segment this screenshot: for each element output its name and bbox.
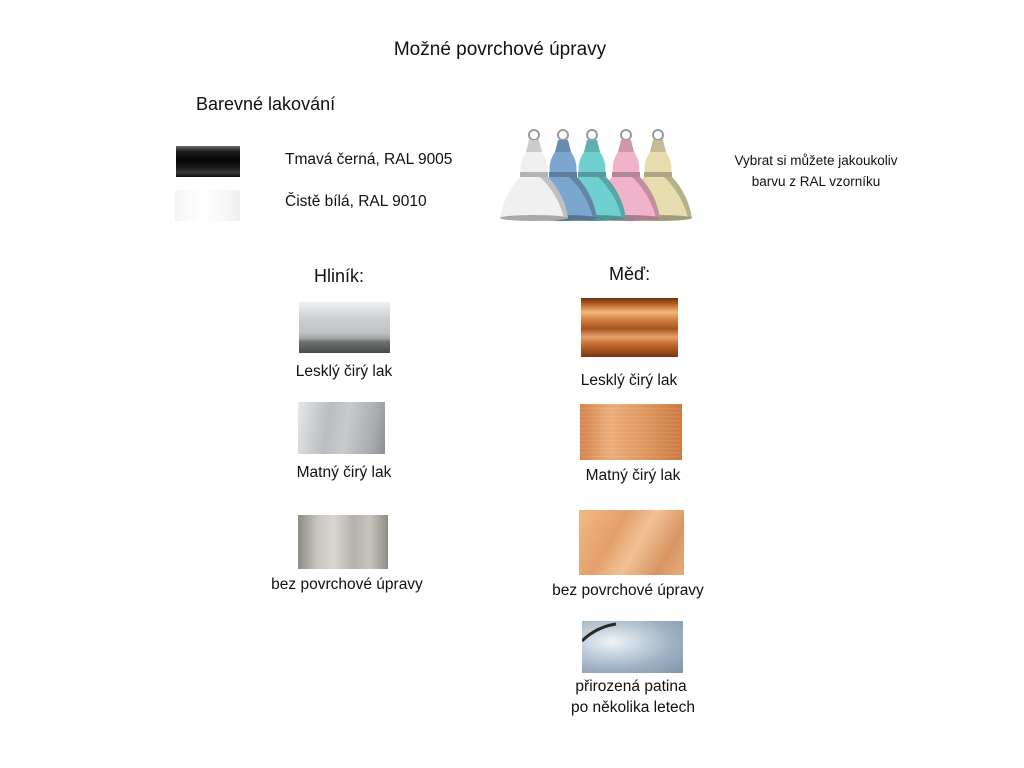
aluminium-gloss-label: Lesklý čirý lak bbox=[295, 363, 393, 380]
aluminium-raw-swatch bbox=[298, 515, 388, 569]
copper-raw-label: bez povrchové úpravy bbox=[552, 582, 704, 599]
copper-heading: Měď: bbox=[609, 264, 651, 284]
paint-heading: Barevné lakování bbox=[196, 94, 336, 114]
colored-lamps-image bbox=[500, 129, 692, 221]
aluminium-heading: Hliník: bbox=[314, 266, 365, 286]
aluminium-gloss-swatch bbox=[299, 302, 390, 353]
aluminium-matte-swatch bbox=[298, 402, 385, 454]
copper-patina-swatch bbox=[582, 621, 683, 673]
ral-note-line1: Vybrat si můžete jakoukoliv bbox=[734, 153, 898, 168]
white-paint-swatch bbox=[175, 190, 240, 221]
copper-raw-swatch bbox=[579, 510, 684, 575]
copper-patina-label-line1: přirozená patina bbox=[575, 678, 687, 695]
aluminium-matte-label: Matný čirý lak bbox=[296, 464, 392, 481]
white-paint-label: Čistě bílá, RAL 9010 bbox=[285, 193, 427, 210]
page-title: Možné povrchové úpravy bbox=[393, 39, 607, 60]
copper-patina-label-line2: po několika letech bbox=[570, 699, 696, 716]
ral-note-line2: barvu z RAL vzorníku bbox=[751, 174, 881, 189]
copper-matte-swatch bbox=[580, 404, 682, 460]
copper-matte-label: Matný čirý lak bbox=[585, 467, 681, 484]
lamp-1 bbox=[500, 129, 568, 221]
aluminium-raw-label: bez povrchové úpravy bbox=[271, 576, 423, 593]
copper-gloss-label: Lesklý čirý lak bbox=[580, 372, 678, 389]
patina-wire-shadow bbox=[582, 622, 617, 643]
black-paint-label: Tmavá černá, RAL 9005 bbox=[285, 151, 453, 168]
copper-gloss-swatch bbox=[581, 298, 678, 357]
black-paint-swatch bbox=[176, 146, 240, 177]
